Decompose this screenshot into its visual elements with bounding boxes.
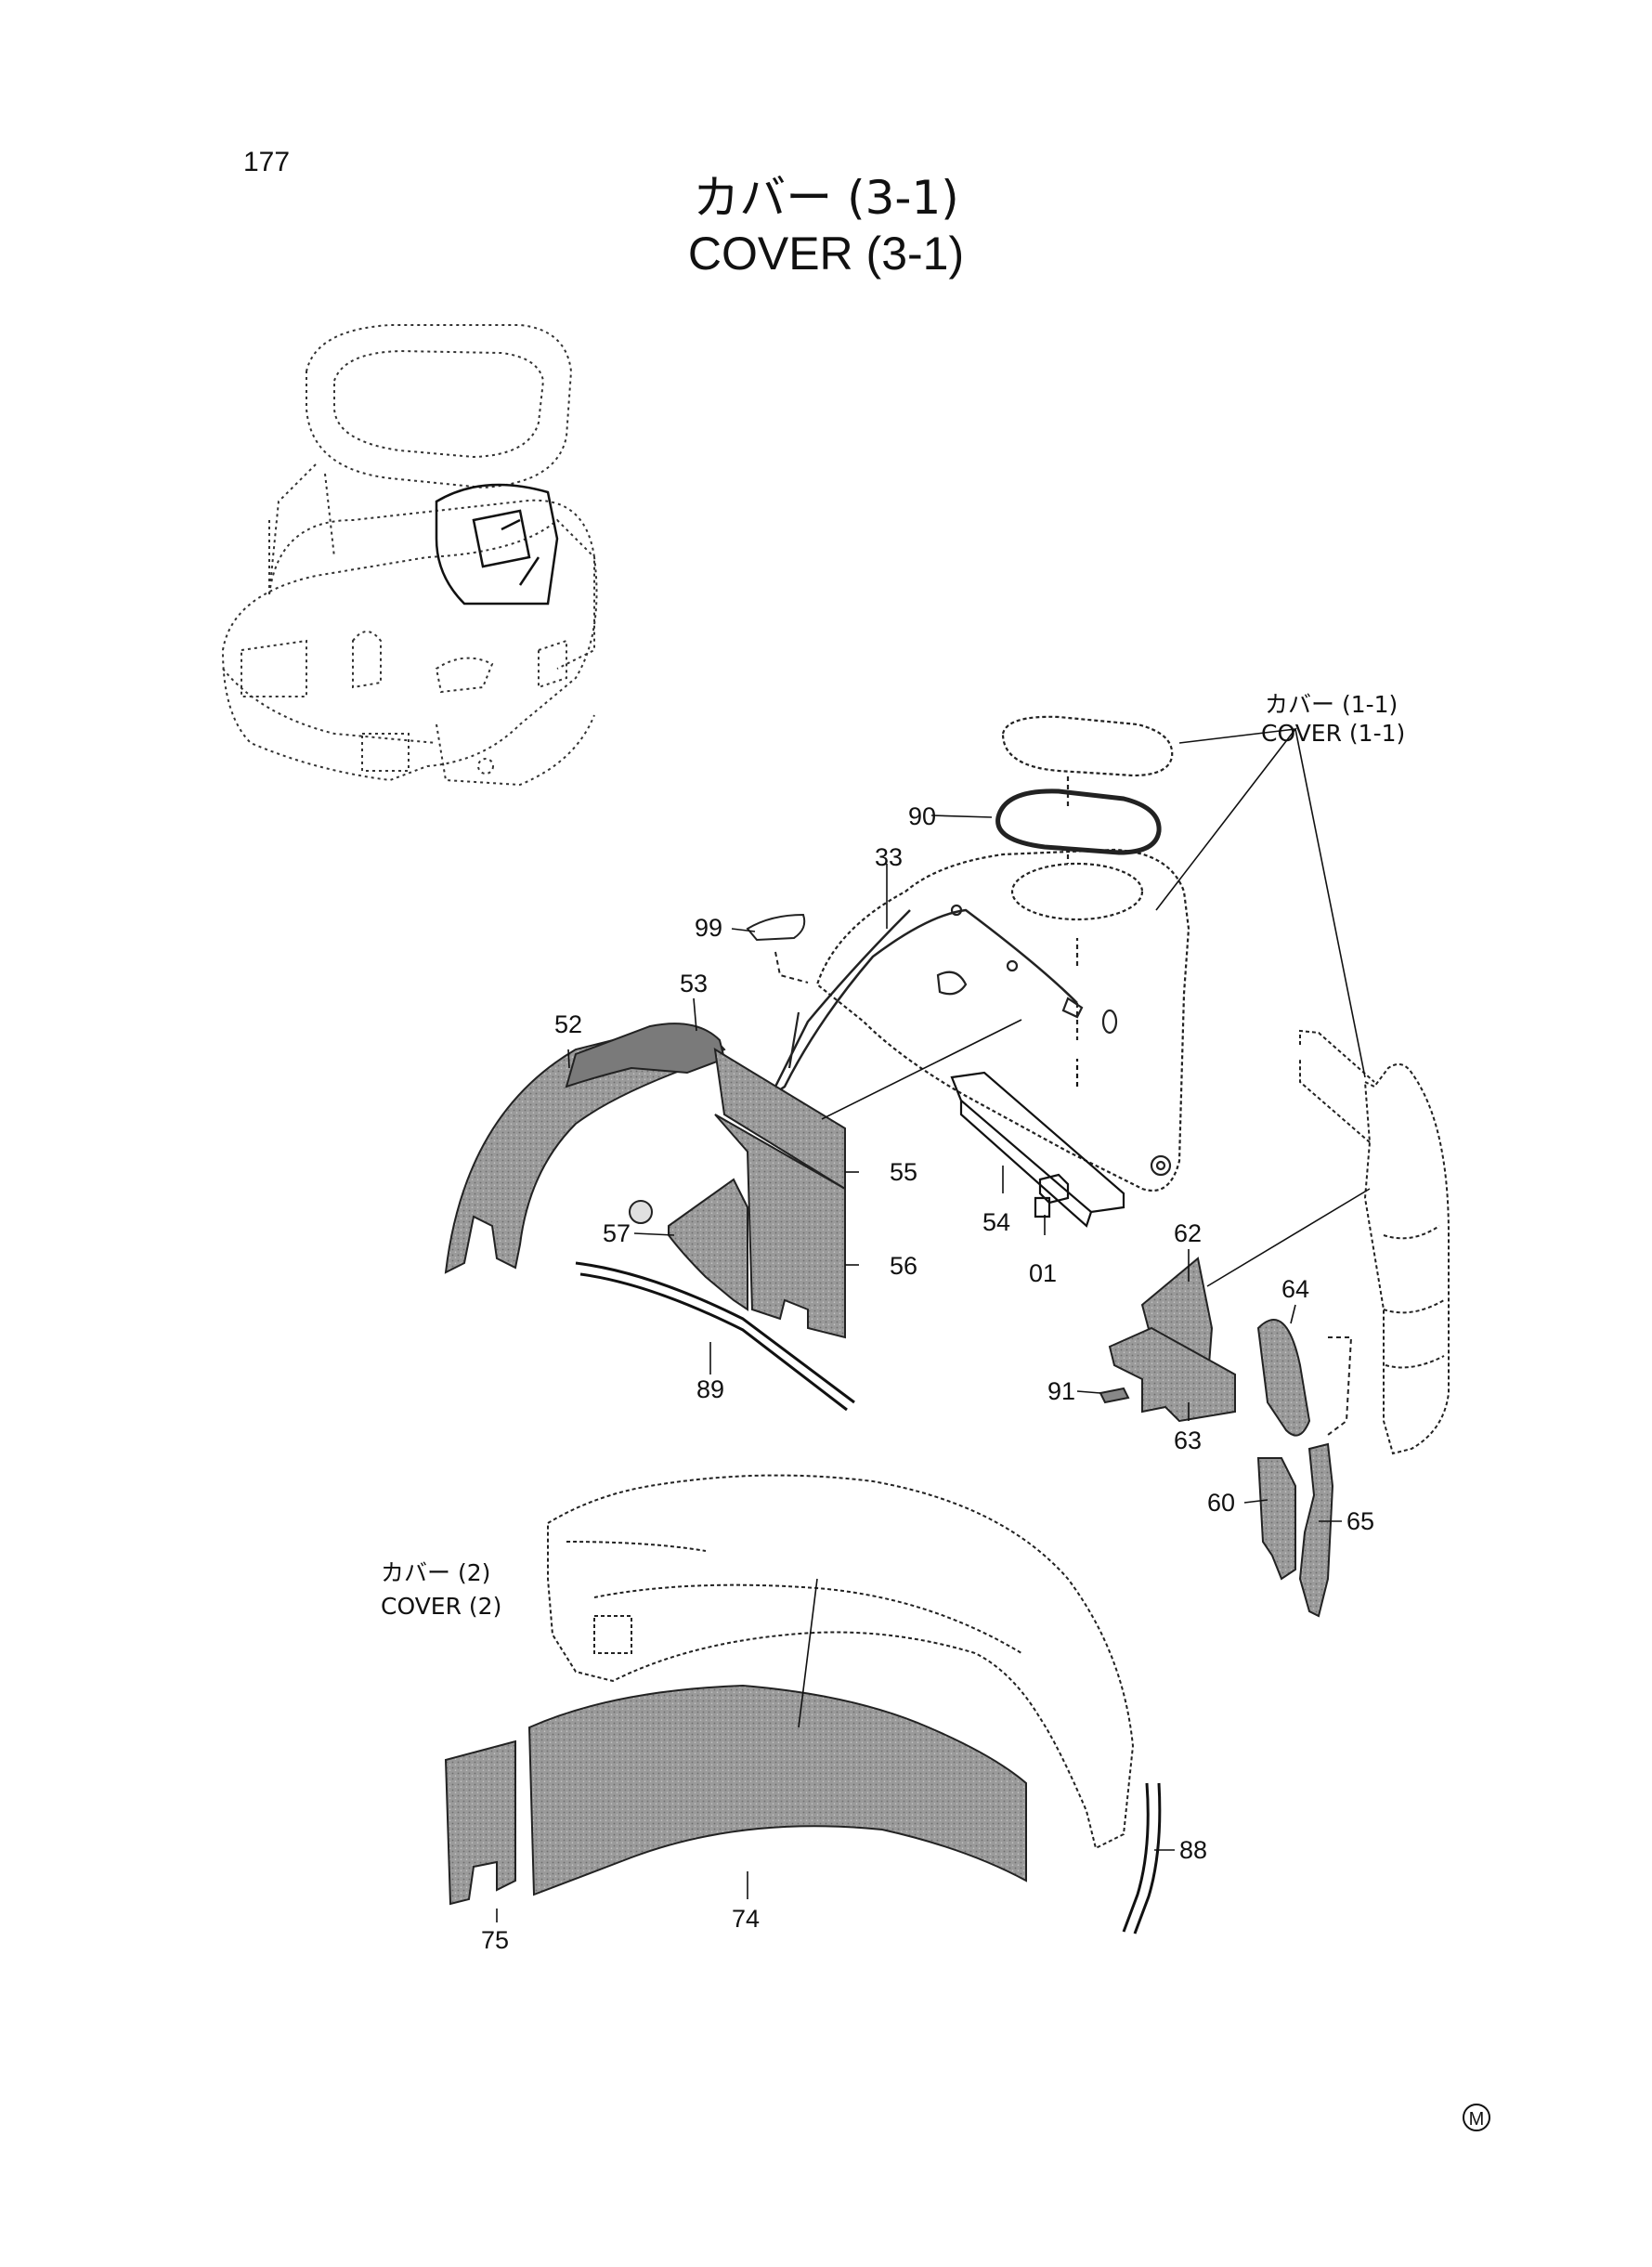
part-99 xyxy=(746,913,809,984)
pad-75 xyxy=(444,1739,516,1906)
pad-63 xyxy=(1108,1326,1236,1423)
part-label-52: 52 xyxy=(554,1010,582,1038)
ref-cover-2-jp: カバー (2) xyxy=(381,1559,490,1586)
leader-lines xyxy=(496,727,1371,1922)
part-label-75: 75 xyxy=(481,1926,509,1954)
pads-52-53 xyxy=(444,1023,846,1339)
parts-62-63 xyxy=(1099,1257,1236,1423)
part-label-33: 33 xyxy=(875,843,903,871)
pad-60 xyxy=(1256,1457,1296,1581)
pad-64 xyxy=(1256,1319,1311,1437)
pad-74 xyxy=(527,1684,1027,1896)
part-89 xyxy=(575,1261,855,1412)
parts-64-60-65 xyxy=(1256,1319,1353,1618)
part-54-bracket xyxy=(950,1059,1125,1228)
page-title-en: COVER (3-1) xyxy=(687,228,965,280)
part-label-60: 60 xyxy=(1207,1489,1235,1517)
part-91 xyxy=(1099,1387,1130,1404)
part-label-65: 65 xyxy=(1346,1507,1374,1535)
part-label-57: 57 xyxy=(603,1219,631,1247)
top-cover-parts xyxy=(767,715,1190,1192)
part-label-53: 53 xyxy=(680,970,708,997)
machine-overview-solid xyxy=(435,483,559,606)
part-label-01: 01 xyxy=(1029,1259,1057,1287)
marker-letter: M xyxy=(1469,2109,1485,2130)
lower-cover-2 xyxy=(547,1474,1135,1850)
window-cover-outline xyxy=(1001,715,1174,777)
part-label-99: 99 xyxy=(695,914,722,942)
part-label-88: 88 xyxy=(1179,1836,1207,1864)
part-88 xyxy=(1122,1782,1162,1935)
pad-57 xyxy=(668,1178,748,1311)
circled-m-marker: M xyxy=(1463,2104,1490,2131)
part-label-74: 74 xyxy=(732,1905,760,1933)
part-label-91: 91 xyxy=(1047,1377,1075,1405)
part-label-62: 62 xyxy=(1174,1219,1202,1247)
part-label-63: 63 xyxy=(1174,1427,1202,1454)
right-side-cover xyxy=(1299,1029,1450,1455)
part-label-64: 64 xyxy=(1281,1275,1309,1303)
machine-overview xyxy=(221,324,598,787)
ref-cover-2-en: COVER (2) xyxy=(381,1593,501,1620)
ref-cover-1-1-jp: カバー (1-1) xyxy=(1265,691,1398,718)
ref-cover-1-1-en: COVER (1-1) xyxy=(1261,720,1405,747)
cover-33 xyxy=(815,848,1190,1192)
part-label-90: 90 xyxy=(908,802,936,830)
page-title-jp: カバー (3-1) xyxy=(693,171,959,225)
lower-pads-74-75 xyxy=(444,1684,1027,1906)
part-label-89: 89 xyxy=(696,1375,724,1403)
pad-56 xyxy=(714,1114,846,1339)
pad-65 xyxy=(1298,1442,1334,1618)
part-label-54: 54 xyxy=(982,1208,1010,1236)
page-number: 177 xyxy=(243,147,291,177)
seal-90 xyxy=(995,788,1162,855)
part-label-55: 55 xyxy=(890,1158,917,1186)
part-label-56: 56 xyxy=(890,1252,917,1280)
